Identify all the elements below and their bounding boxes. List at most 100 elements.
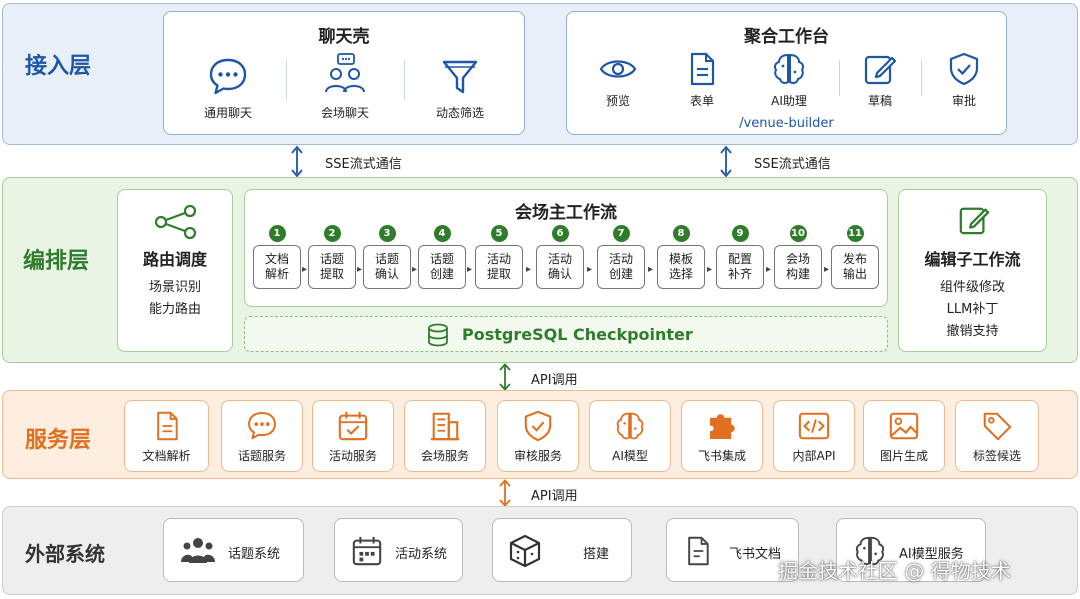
service-review[interactable]: 审核服务 bbox=[497, 400, 579, 472]
step-number: 4 bbox=[433, 225, 451, 242]
workbench-item-draft[interactable]: 草稿 bbox=[855, 52, 905, 109]
workbench-item-label: AI助理 bbox=[771, 94, 807, 108]
checkpointer-box: PostgreSQL Checkpointer bbox=[244, 316, 888, 352]
ai-brain-icon bbox=[855, 536, 885, 566]
external-label: 飞书文档 bbox=[729, 547, 782, 562]
step-line: 创建 bbox=[608, 267, 633, 281]
workflow-step[interactable]: 4 话题创建 bbox=[418, 225, 466, 289]
step-number: 6 bbox=[551, 225, 569, 242]
code-icon bbox=[798, 412, 830, 440]
chat-shell-item-label: 通用聊天 bbox=[203, 106, 252, 120]
external-feishu-doc[interactable]: 飞书文档 bbox=[666, 518, 799, 582]
step-box: 活动创建 bbox=[597, 245, 645, 289]
double-arrow-icon bbox=[291, 145, 303, 178]
service-label: 审核服务 bbox=[513, 449, 562, 463]
step-line: 会场 bbox=[785, 252, 810, 266]
step-box: 文档解析 bbox=[253, 245, 301, 289]
workbench-item-ai-assistant[interactable]: AI助理 bbox=[757, 52, 821, 109]
step-arrow-icon: ▸ bbox=[357, 264, 363, 275]
step-line: 创建 bbox=[429, 267, 454, 281]
step-line: 活动 bbox=[547, 252, 572, 266]
service-label: 内部API bbox=[792, 449, 836, 463]
editor-panel: 编辑子工作流 组件级修改 LLM补丁 撤销支持 bbox=[898, 189, 1047, 352]
step-number: 3 bbox=[378, 225, 396, 242]
workbench-item-label: 预览 bbox=[605, 94, 630, 108]
router-title: 路由调度 bbox=[142, 250, 207, 269]
chat-shell-item-general[interactable]: 通用聊天 bbox=[192, 56, 264, 121]
service-label: AI模型 bbox=[612, 449, 648, 463]
service-tag[interactable]: 标签候选 bbox=[955, 400, 1039, 472]
image-icon bbox=[889, 412, 919, 440]
step-arrow-icon: ▸ bbox=[526, 264, 532, 275]
document-icon bbox=[688, 536, 709, 566]
service-ai-model[interactable]: AI模型 bbox=[589, 400, 671, 472]
external-topic-system[interactable]: 话题系统 bbox=[163, 518, 304, 582]
service-internal-api[interactable]: 内部API bbox=[773, 400, 855, 472]
step-line: 选择 bbox=[668, 267, 693, 281]
api-connector-bottom: API调用 bbox=[497, 479, 617, 507]
step-line: 配置 bbox=[727, 252, 752, 266]
step-number: 8 bbox=[672, 225, 690, 242]
divider bbox=[404, 60, 405, 100]
step-number: 11 bbox=[846, 225, 864, 242]
double-arrow-icon bbox=[499, 479, 511, 507]
external-label: AI模型服务 bbox=[899, 547, 964, 562]
document-icon bbox=[156, 411, 178, 441]
step-arrow-icon: ▸ bbox=[302, 264, 308, 275]
workflow-step[interactable]: 11 发布输出 bbox=[831, 225, 879, 289]
service-feishu[interactable]: 飞书集成 bbox=[681, 400, 763, 472]
step-box: 模板选择 bbox=[657, 245, 705, 289]
service-topic[interactable]: 话题服务 bbox=[221, 400, 303, 472]
chat-shell-item-filter[interactable]: 动态筛选 bbox=[424, 56, 496, 121]
service-doc-parse[interactable]: 文档解析 bbox=[124, 400, 209, 472]
access-layer-title: 接入层 bbox=[25, 54, 92, 79]
workflow-step[interactable]: 1 文档解析 bbox=[253, 225, 301, 289]
service-venue[interactable]: 会场服务 bbox=[404, 400, 486, 472]
external-activity-system[interactable]: 活动系统 bbox=[334, 518, 463, 582]
service-label: 文档解析 bbox=[142, 449, 191, 463]
edit-icon bbox=[959, 207, 990, 235]
workbench-item-approval[interactable]: 审批 bbox=[939, 52, 989, 109]
chat-shell-panel: 聊天壳 通用聊天 会场聊天 动态筛选 bbox=[163, 11, 525, 135]
step-number: 10 bbox=[789, 225, 807, 242]
external-builder[interactable]: 搭建 bbox=[492, 518, 632, 582]
step-arrow-icon: ▸ bbox=[766, 264, 772, 275]
service-activity[interactable]: 活动服务 bbox=[312, 400, 394, 472]
service-label: 标签候选 bbox=[972, 449, 1021, 463]
workbench-route: /venue-builder bbox=[739, 116, 834, 131]
step-box: 配置补齐 bbox=[716, 245, 764, 289]
checkpointer-label: PostgreSQL Checkpointer bbox=[462, 325, 693, 344]
router-line: 能力路由 bbox=[148, 302, 201, 317]
workflow-step[interactable]: 3 话题确认 bbox=[363, 225, 411, 289]
step-line: 话题 bbox=[374, 252, 399, 266]
workbench-item-form[interactable]: 表单 bbox=[677, 52, 727, 109]
step-number: 1 bbox=[268, 225, 286, 242]
workbench-item-label: 表单 bbox=[689, 94, 714, 108]
chat-shell-item-venue[interactable]: 会场聊天 bbox=[309, 52, 381, 121]
ai-brain-icon bbox=[616, 412, 644, 440]
step-line: 确认 bbox=[374, 267, 399, 281]
step-box: 发布输出 bbox=[831, 245, 879, 289]
watermark: 掘金技术社区 @ 得物技术 bbox=[778, 559, 1011, 583]
service-image-gen[interactable]: 图片生成 bbox=[863, 400, 945, 472]
workbench-item-label: 草稿 bbox=[867, 94, 892, 108]
workbench-item-preview[interactable]: 预览 bbox=[593, 52, 643, 109]
main-workflow-title: 会场主工作流 bbox=[515, 203, 617, 223]
editor-line: 撤销支持 bbox=[946, 324, 999, 339]
step-arrow-icon: ▸ bbox=[707, 264, 713, 275]
puzzle-icon bbox=[710, 414, 735, 439]
external-ai-model-service[interactable]: AI模型服务 bbox=[836, 518, 986, 582]
shield-check-icon bbox=[524, 410, 552, 442]
service-label: 飞书集成 bbox=[697, 449, 746, 463]
router-panel: 路由调度 场景识别 能力路由 bbox=[117, 189, 233, 352]
sse-connector-right: SSE流式通信 bbox=[718, 145, 858, 178]
orchestration-layer-title: 编排层 bbox=[23, 249, 90, 274]
workflow-step[interactable]: 8 模板选择 bbox=[657, 225, 705, 289]
step-line: 话题 bbox=[429, 252, 454, 266]
